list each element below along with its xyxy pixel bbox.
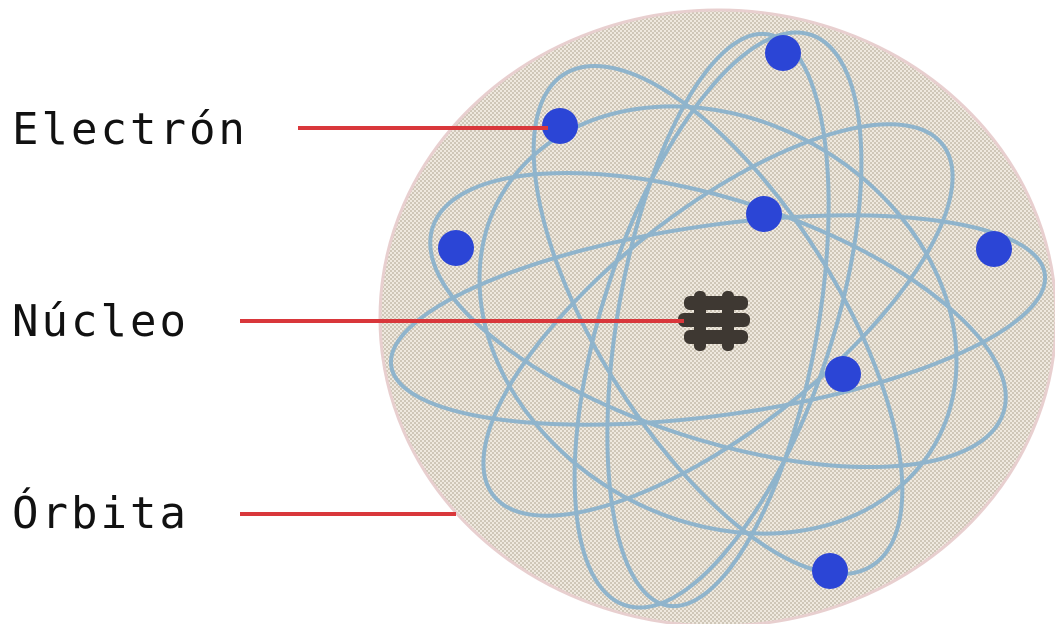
electrons: [438, 35, 1012, 589]
orbit-label: Órbita: [12, 488, 189, 539]
orbit-ring: [572, 30, 864, 610]
electron-dot: [746, 196, 782, 232]
electron-dot: [976, 231, 1012, 267]
electron-dot: [438, 230, 474, 266]
electron-dot: [825, 356, 861, 392]
electron-dot: [812, 553, 848, 589]
electron-dot: [765, 35, 801, 71]
orbit-ring: [605, 31, 831, 609]
nucleus: [678, 291, 750, 351]
electron-label: Electrón: [12, 104, 248, 155]
orbit-ring: [388, 213, 1048, 427]
nucleus-label: Núcleo: [12, 296, 189, 347]
electron-dot: [542, 108, 578, 144]
orbit-ring: [531, 63, 905, 577]
orbit-ring: [477, 104, 959, 536]
orbit-ring: [481, 122, 955, 518]
leader-lines: [240, 126, 684, 516]
